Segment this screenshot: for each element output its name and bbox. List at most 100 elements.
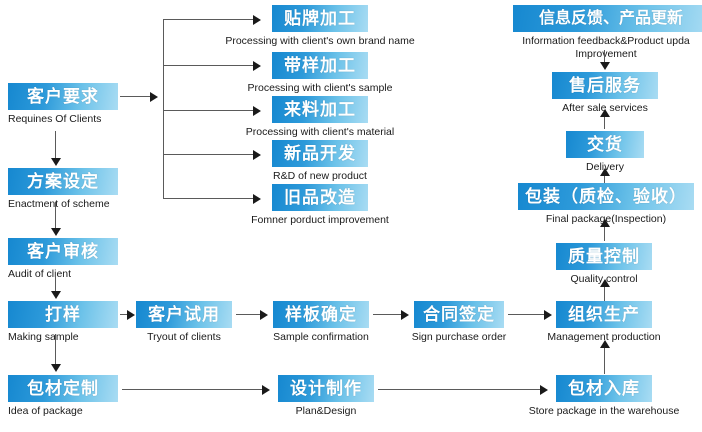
- connector-package-to-design: [122, 389, 264, 390]
- arrowhead-right-production: [544, 310, 552, 320]
- node-making-sample[interactable]: 打样 Making sample: [8, 301, 118, 344]
- node-audit-client-label: 客户审核: [8, 238, 118, 265]
- node-making-sample-label: 打样: [8, 301, 118, 328]
- arrowhead-down-making-sample: [51, 291, 61, 299]
- node-quality-control-label: 质量控制: [556, 243, 652, 270]
- arrowhead-right-old-improve: [253, 194, 261, 204]
- arrowhead-right-order: [401, 310, 409, 320]
- node-management-production-label: 组织生产: [556, 301, 652, 328]
- node-delivery[interactable]: 交货 Delivery: [566, 131, 644, 174]
- node-client-requirements-caption: Requines Of Clients: [8, 113, 102, 125]
- node-store-package-label: 包材入库: [556, 375, 652, 402]
- node-quality-control[interactable]: 质量控制 Quality control: [556, 243, 652, 286]
- node-tryout-clients-label: 客户试用: [136, 301, 232, 328]
- node-delivery-caption: Delivery: [586, 161, 624, 173]
- node-oem-sample-label: 带样加工: [272, 52, 368, 79]
- node-making-sample-caption: Making sample: [8, 331, 79, 343]
- connector-requirements-to-scheme: [55, 131, 56, 161]
- arrowhead-right-new-product: [253, 150, 261, 160]
- node-store-package-caption: Store package in the warehouse: [528, 405, 680, 417]
- node-tryout-clients[interactable]: 客户试用 Tryout of clients: [136, 301, 232, 344]
- node-enactment-scheme-caption: Enactment of scheme: [8, 198, 110, 210]
- connector-store-to-production: [604, 344, 605, 374]
- node-plan-design-label: 设计制作: [278, 375, 374, 402]
- node-oem-material-caption: Processing with client's material: [245, 126, 395, 138]
- arrowhead-right-oem-material: [253, 106, 261, 116]
- node-sample-confirmation-caption: Sample confirmation: [273, 331, 369, 343]
- node-old-improve-label: 旧品改造: [272, 184, 368, 211]
- arrowhead-right-oem-brand: [253, 15, 261, 25]
- node-new-product[interactable]: 新品开发 R&D of new product: [272, 140, 368, 183]
- node-after-sale-caption: After sale services: [562, 102, 648, 114]
- node-idea-package-label: 包材定制: [8, 375, 118, 402]
- connector-branch-old-improve: [163, 198, 255, 199]
- node-oem-sample-caption: Processing with client's sample: [247, 82, 393, 94]
- node-client-requirements-label: 客户要求: [8, 83, 118, 110]
- node-audit-client[interactable]: 客户审核 Audit of client: [8, 238, 118, 281]
- node-enactment-scheme-label: 方案设定: [8, 168, 118, 195]
- arrowhead-right-store-package: [540, 385, 548, 395]
- arrowhead-right-tryout: [127, 310, 135, 320]
- node-delivery-label: 交货: [566, 131, 644, 158]
- node-feedback-caption: Information feedback&Product upda Improv…: [522, 35, 690, 60]
- connector-audit-to-sample: [55, 272, 56, 293]
- node-audit-client-caption: Audit of client: [8, 268, 72, 280]
- arrowhead-right-confirmation: [260, 310, 268, 320]
- node-sample-confirmation-label: 样板确定: [273, 301, 369, 328]
- connector-branch-trunk: [163, 19, 164, 199]
- arrowhead-up-final-package: [600, 219, 610, 227]
- node-enactment-scheme[interactable]: 方案设定 Enactment of scheme: [8, 168, 118, 211]
- node-after-sale-label: 售后服务: [552, 72, 658, 99]
- node-purchase-order-caption: Sign purchase order: [411, 331, 507, 343]
- node-plan-design[interactable]: 设计制作 Plan&Design: [278, 375, 374, 418]
- arrowhead-up-quality-control: [600, 279, 610, 287]
- connector-tryout-to-confirmation: [236, 314, 262, 315]
- node-after-sale[interactable]: 售后服务 After sale services: [552, 72, 658, 115]
- node-idea-package[interactable]: 包材定制 Idea of package: [8, 375, 118, 418]
- node-new-product-caption: R&D of new product: [273, 170, 367, 182]
- connector-requirements-to-trunk: [120, 96, 152, 97]
- node-oem-material-label: 来料加工: [272, 96, 368, 123]
- node-management-production[interactable]: 组织生产 Management production: [547, 301, 661, 344]
- connector-branch-oem-material: [163, 110, 255, 111]
- node-management-production-caption: Management production: [547, 331, 661, 343]
- arrowhead-down-idea-package: [51, 364, 61, 372]
- arrowhead-down-scheme: [51, 158, 61, 166]
- connector-final-package-to-delivery: [604, 172, 605, 183]
- node-new-product-label: 新品开发: [272, 140, 368, 167]
- node-final-package-label: 包装（质检、验收）: [518, 183, 694, 210]
- node-tryout-clients-caption: Tryout of clients: [147, 331, 221, 343]
- node-sample-confirmation[interactable]: 样板确定 Sample confirmation: [273, 301, 369, 344]
- node-feedback-label: 信息反馈、产品更新: [513, 5, 702, 32]
- node-old-improve[interactable]: 旧品改造 Fomner porduct improvement: [251, 184, 389, 227]
- connector-quality-to-final-package: [604, 223, 605, 241]
- connector-branch-new-product: [163, 154, 255, 155]
- connector-design-to-store: [378, 389, 542, 390]
- connector-order-to-production: [508, 314, 546, 315]
- connector-scheme-to-audit: [55, 202, 56, 230]
- node-purchase-order[interactable]: 合同签定 Sign purchase order: [412, 301, 506, 344]
- connector-branch-oem-brand: [163, 19, 255, 20]
- node-oem-brand-label: 贴牌加工: [272, 5, 368, 32]
- node-feedback[interactable]: 信息反馈、产品更新 Information feedback&Product u…: [513, 5, 702, 60]
- node-client-requirements[interactable]: 客户要求 Requines Of Clients: [8, 83, 118, 126]
- arrowhead-down-after-sale: [600, 62, 610, 70]
- arrowhead-right-trunk: [150, 92, 158, 102]
- connector-sample-to-tryout: [120, 314, 130, 315]
- node-oem-sample[interactable]: 带样加工 Processing with client's sample: [248, 52, 392, 95]
- arrowhead-up-after-sale: [600, 109, 610, 117]
- arrowhead-right-oem-sample: [253, 61, 261, 71]
- arrowhead-right-plan-design: [262, 385, 270, 395]
- node-oem-brand[interactable]: 贴牌加工 Processing with client's own brand …: [225, 5, 415, 48]
- node-purchase-order-label: 合同签定: [414, 301, 504, 328]
- connector-delivery-to-after-sale: [604, 113, 605, 129]
- arrowhead-down-audit: [51, 228, 61, 236]
- connector-confirmation-to-order: [373, 314, 403, 315]
- node-plan-design-caption: Plan&Design: [295, 405, 357, 417]
- node-oem-material[interactable]: 来料加工 Processing with client's material: [246, 96, 394, 139]
- arrowhead-up-production: [600, 340, 610, 348]
- connector-sample-to-package: [55, 334, 56, 365]
- node-store-package[interactable]: 包材入库 Store package in the warehouse: [529, 375, 679, 418]
- node-idea-package-caption: Idea of package: [8, 405, 83, 417]
